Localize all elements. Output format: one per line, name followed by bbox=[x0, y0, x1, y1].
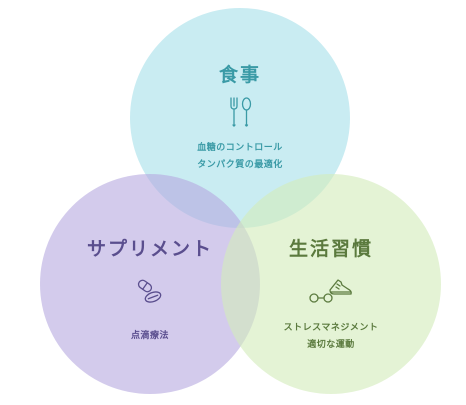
pills-icon bbox=[137, 279, 162, 303]
lifestyle-title: 生活習慣 bbox=[288, 238, 373, 260]
lifestyle-description: ストレスマネジメント 適切な運動 bbox=[266, 320, 396, 354]
fork-spoon-icon bbox=[230, 97, 252, 127]
food-line-2: タンパク質の最適化 bbox=[197, 160, 283, 170]
supplement-title: サプリメント bbox=[86, 238, 213, 260]
circle-food bbox=[130, 8, 350, 228]
supplement-line-1: 点滴療法 bbox=[130, 331, 169, 341]
food-title: 食事 bbox=[218, 64, 261, 86]
food-description: 血糖のコントロール タンパク質の最適化 bbox=[170, 140, 310, 174]
supplement-description: 点滴療法 bbox=[100, 328, 200, 345]
lifestyle-line-2: 適切な運動 bbox=[307, 340, 355, 350]
lifestyle-line-1: ストレスマネジメント bbox=[283, 323, 379, 333]
circle-lifestyle bbox=[221, 174, 441, 394]
sneaker-dumbbell-icon bbox=[309, 279, 352, 303]
food-line-1: 血糖のコントロール bbox=[197, 143, 283, 153]
